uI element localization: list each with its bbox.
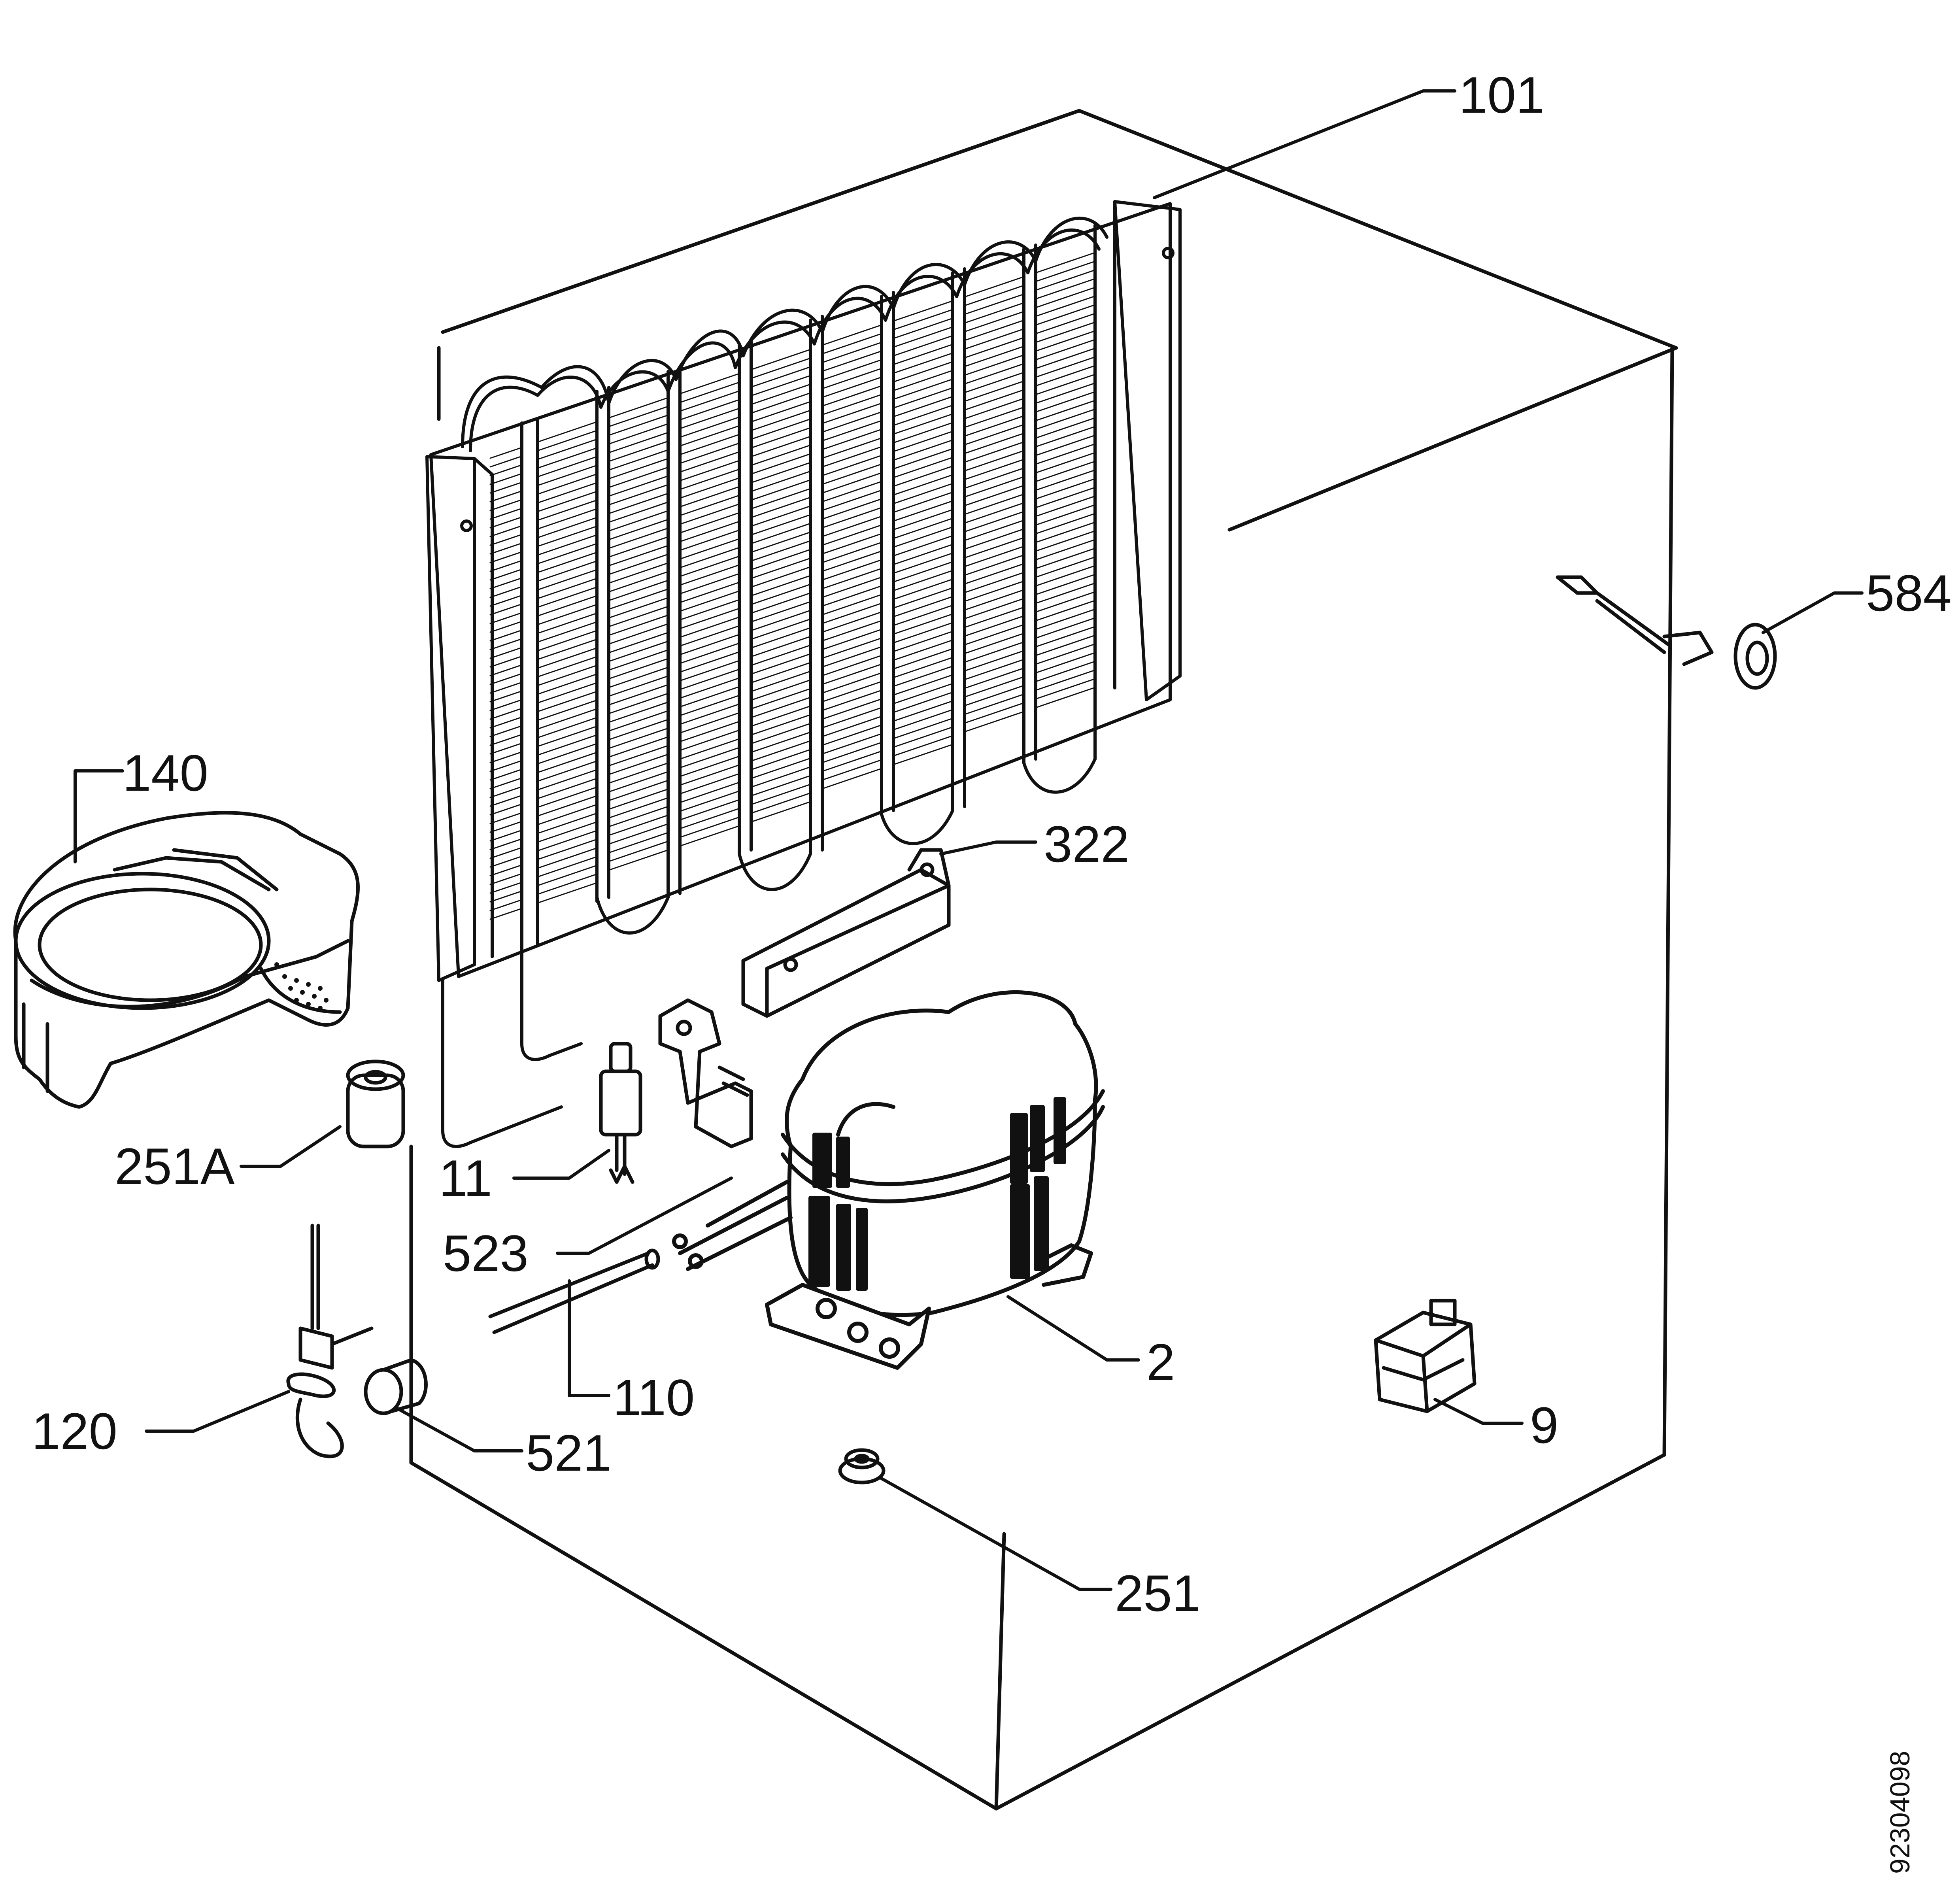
callout-label-101: 101	[1459, 66, 1545, 124]
callout-labels: 101 584 140 322 251A 11 523 110 2 120 52…	[32, 66, 1952, 1622]
thermostat-sensor	[286, 1224, 374, 1458]
leader-9	[1433, 1398, 1524, 1425]
rubber-foot	[838, 1448, 886, 1484]
clamp-bracket	[658, 998, 753, 1148]
leader-2	[1006, 1295, 1140, 1362]
leader-251A	[240, 1125, 342, 1168]
leader-521	[394, 1406, 523, 1452]
start-relay	[599, 1042, 642, 1184]
grommet-251a	[346, 1059, 405, 1148]
callout-label-322: 322	[1044, 815, 1129, 873]
condenser	[425, 200, 1182, 1148]
door-switch	[1374, 1299, 1477, 1413]
cabinet-outline	[409, 109, 1678, 1811]
condenser-fins	[489, 252, 1096, 920]
callout-label-140: 140	[123, 744, 208, 802]
callout-label-2: 2	[1146, 1333, 1175, 1391]
callout-label-251: 251	[1115, 1564, 1201, 1622]
leader-140	[74, 769, 124, 863]
leader-110	[568, 1279, 610, 1397]
drip-tray	[13, 811, 360, 1109]
callout-label-11: 11	[439, 1149, 492, 1207]
callout-label-523: 523	[443, 1224, 529, 1282]
leader-101	[1153, 89, 1456, 199]
callout-label-251A: 251A	[115, 1137, 235, 1195]
leader-584	[1762, 591, 1864, 634]
mounting-bracket	[741, 848, 951, 1018]
leader-251	[880, 1477, 1112, 1591]
power-cord-plug	[1556, 575, 1777, 690]
leader-120	[145, 1390, 290, 1433]
callout-label-9: 9	[1530, 1396, 1558, 1454]
document-number: 92304098	[1884, 1751, 1915, 1874]
callout-label-521: 521	[526, 1424, 612, 1482]
thermostat-knob	[364, 1358, 428, 1415]
leader-11	[512, 1149, 610, 1180]
callout-label-120: 120	[32, 1402, 117, 1460]
compressor	[672, 990, 1105, 1370]
leader-lines	[74, 89, 1864, 1591]
callout-label-584: 584	[1866, 564, 1952, 622]
leader-322	[939, 840, 1037, 856]
leader-523	[556, 1177, 733, 1255]
drip-tray-mesh	[274, 962, 329, 1010]
callout-label-110: 110	[613, 1369, 695, 1426]
